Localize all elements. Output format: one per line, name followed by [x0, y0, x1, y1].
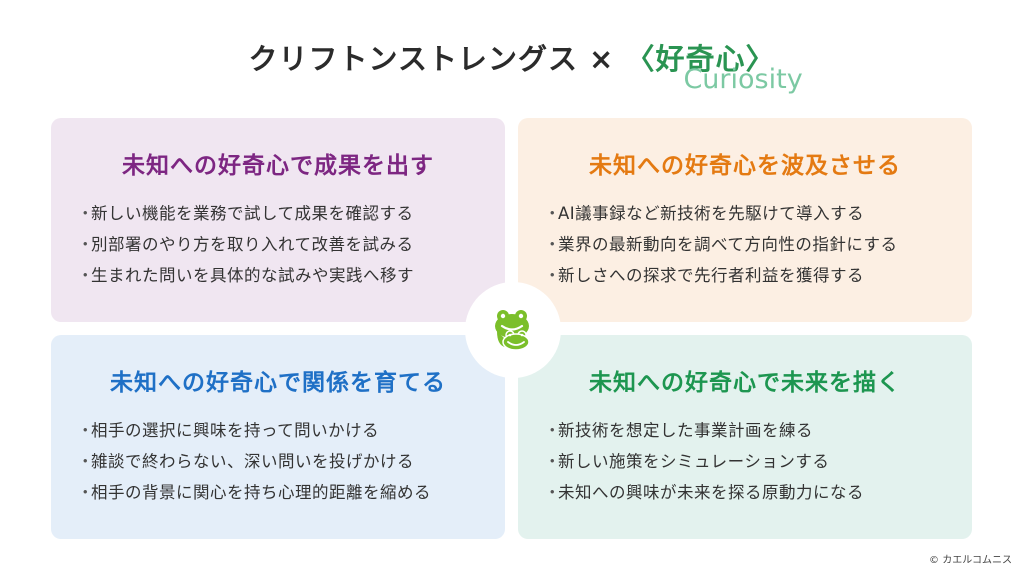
card-list: ・AI議事録など新技術を先駆けて導入する ・業界の最新動向を調べて方向性の指針に… [544, 198, 972, 291]
frog-logo-icon [495, 310, 530, 351]
title-sub: Curiosity [683, 64, 803, 95]
card-relationships: 未知への好奇心で関係を育てる ・相手の選択に興味を持って問いかける ・雑談で終わ… [51, 335, 505, 539]
card-spread: 未知への好奇心を波及させる ・AI議事録など新技術を先駆けて導入する ・業界の最… [518, 118, 972, 322]
list-item: ・未知への興味が未来を探る原動力になる [544, 483, 864, 502]
title-accent: 〈好奇心〉Curiosity [625, 42, 803, 95]
copyright: © カエルコムニス [929, 555, 1012, 566]
page-title: クリフトンストレングス × 〈好奇心〉Curiosity [0, 36, 1024, 95]
list-item: ・雑談で終わらない、深い問いを投げかける [77, 452, 414, 471]
list-item: ・別部署のやり方を取り入れて改善を試みる [77, 235, 414, 254]
card-title: 未知への好奇心で成果を出す [122, 153, 434, 179]
card-results: 未知への好奇心で成果を出す ・新しい機能を業務で試して成果を確認する ・別部署の… [51, 118, 505, 322]
list-item: ・新しさへの探求で先行者利益を獲得する [544, 266, 864, 285]
title-main: クリフトンストレングス × [248, 42, 626, 76]
list-item: ・相手の選択に興味を持って問いかける [77, 421, 380, 440]
card-list: ・新しい機能を業務で試して成果を確認する ・別部署のやり方を取り入れて改善を試み… [77, 198, 505, 291]
card-title: 未知への好奇心を波及させる [589, 153, 901, 179]
list-item: ・生まれた問いを具体的な試みや実践へ移す [77, 266, 414, 285]
card-title: 未知への好奇心で未来を描く [589, 370, 901, 396]
card-title: 未知への好奇心で関係を育てる [110, 370, 446, 396]
list-item: ・新しい機能を業務で試して成果を確認する [77, 204, 414, 223]
list-item: ・AI議事録など新技術を先駆けて導入する [544, 204, 865, 223]
card-future: 未知への好奇心で未来を描く ・新技術を想定した事業計画を練る ・新しい施策をシミ… [518, 335, 972, 539]
card-list: ・相手の選択に興味を持って問いかける ・雑談で終わらない、深い問いを投げかける … [77, 415, 505, 508]
list-item: ・業界の最新動向を調べて方向性の指針にする [544, 235, 898, 254]
list-item: ・新技術を想定した事業計画を練る [544, 421, 813, 440]
list-item: ・新しい施策をシミュレーションする [544, 452, 830, 471]
center-badge [465, 282, 561, 378]
card-list: ・新技術を想定した事業計画を練る ・新しい施策をシミュレーションする ・未知への… [544, 415, 972, 508]
list-item: ・相手の背景に関心を持ち心理的距離を縮める [77, 483, 431, 502]
